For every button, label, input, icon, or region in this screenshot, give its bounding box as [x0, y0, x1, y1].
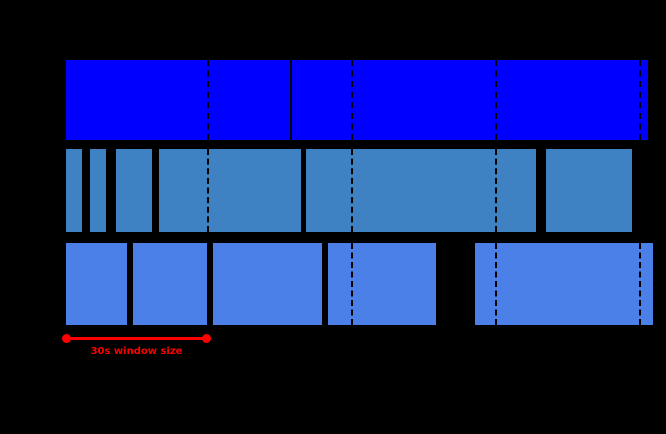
segment-bar[interactable]: [213, 243, 322, 325]
window-boundary-line: [495, 60, 497, 140]
segment-bar[interactable]: [306, 149, 536, 232]
window-boundary-line: [351, 243, 353, 325]
segment-bar[interactable]: [66, 243, 127, 325]
window-boundary-line: [495, 149, 497, 232]
window-boundary-line: [351, 149, 353, 232]
window-boundary-line: [639, 149, 641, 232]
window-boundary-line: [207, 60, 209, 140]
window-boundary-line: [351, 60, 353, 140]
window-boundary-line: [639, 243, 641, 325]
window-boundary-line: [207, 243, 209, 325]
window-boundary-line: [495, 243, 497, 325]
segment-bar[interactable]: [292, 60, 648, 140]
window-boundary-line: [639, 60, 641, 140]
annotation-end-dot: [202, 334, 211, 343]
segment-bar[interactable]: [90, 149, 106, 232]
segment-bar[interactable]: [66, 60, 290, 140]
segment-bar[interactable]: [475, 243, 653, 325]
segment-bar[interactable]: [116, 149, 152, 232]
segment-bar[interactable]: [546, 149, 632, 232]
segment-bar[interactable]: [133, 243, 207, 325]
annotation-bar: [66, 337, 207, 340]
segment-bar[interactable]: [328, 243, 436, 325]
segment-bar[interactable]: [66, 149, 82, 232]
window-boundary-line: [207, 149, 209, 232]
annotation-start-dot: [62, 334, 71, 343]
segment-bar[interactable]: [159, 149, 301, 232]
annotation-label: 30s window size: [90, 346, 183, 357]
